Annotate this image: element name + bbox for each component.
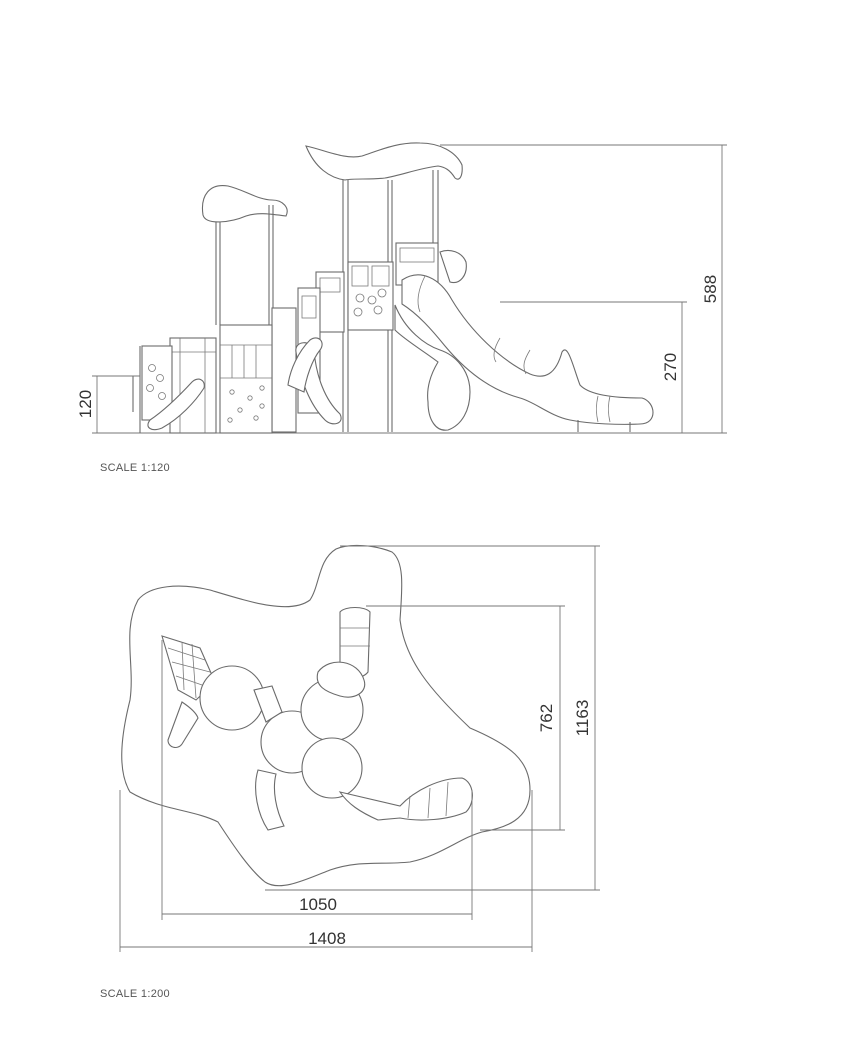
side-elevation: 588 270 120 xyxy=(76,142,727,434)
scale-label-plan: SCALE 1:200 xyxy=(100,988,170,1000)
mid-tower xyxy=(315,271,345,333)
dim-label-1163: 1163 xyxy=(573,700,592,737)
spiral-tube xyxy=(394,304,471,431)
safety-zone xyxy=(121,544,531,887)
tube-bend xyxy=(316,661,366,698)
climbing-wall xyxy=(219,324,273,434)
curved-slide xyxy=(255,769,285,831)
dim-label-1408: 1408 xyxy=(308,929,346,948)
dim-label-120: 120 xyxy=(76,390,95,418)
plan-left-slide xyxy=(167,701,199,749)
dim-label-588: 588 xyxy=(701,275,720,303)
spiral-slide-2 xyxy=(287,337,323,393)
scale-label-side: SCALE 1:120 xyxy=(100,462,170,474)
dim-label-762: 762 xyxy=(537,704,556,732)
dim-label-1050: 1050 xyxy=(299,895,337,914)
bridge xyxy=(253,685,283,723)
platform-4 xyxy=(301,737,363,799)
tube-entry xyxy=(439,249,467,284)
left-canopy xyxy=(201,185,288,223)
plan-view: 1163 762 1050 1408 xyxy=(119,544,600,952)
small-slide xyxy=(147,378,205,431)
platform-1 xyxy=(199,665,265,731)
tube-slide xyxy=(401,274,654,425)
plan-tube-slide xyxy=(338,777,473,821)
dim-label-270: 270 xyxy=(661,353,680,381)
main-canopy xyxy=(305,142,463,181)
